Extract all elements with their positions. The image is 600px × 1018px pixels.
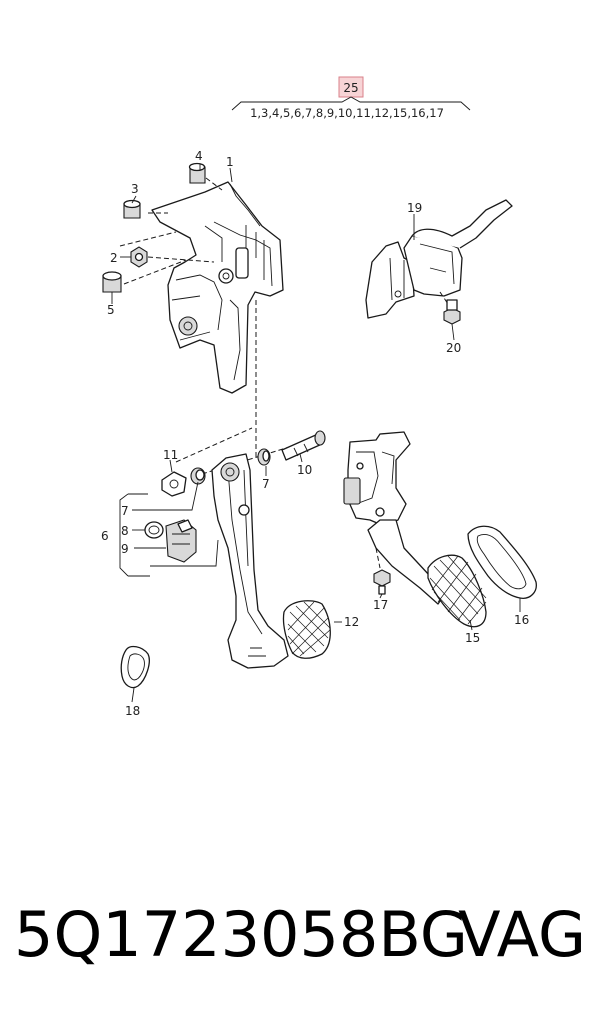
bushing-5	[102, 271, 122, 293]
clip-11	[161, 471, 187, 497]
cable-bracket	[365, 199, 513, 319]
callout-7-left: 7	[121, 504, 129, 518]
grommet-18	[120, 645, 150, 689]
callout-7-right: 7	[262, 477, 270, 491]
bushing-4	[188, 162, 206, 184]
callout-15: 15	[465, 631, 480, 645]
bushing-7a	[190, 467, 206, 485]
callout-9: 9	[121, 542, 129, 556]
callout-3: 3	[131, 182, 139, 196]
pivot-shaft-10	[281, 430, 326, 461]
callout-17: 17	[373, 598, 388, 612]
clutch-pedal-lever	[211, 453, 289, 669]
callout-10: 10	[297, 463, 312, 477]
callout-20: 20	[446, 341, 461, 355]
pedal-pad-12	[282, 600, 331, 659]
switch-9	[165, 519, 197, 563]
footer: 5Q1723058BG VAG	[0, 895, 600, 985]
bracket-6	[119, 493, 129, 577]
pedal-pad-16	[467, 525, 537, 599]
nut-2	[130, 246, 148, 268]
callout-1: 1	[226, 155, 234, 169]
group-members: 1,3,4,5,6,7,8,9,10,11,12,15,16,17	[250, 106, 444, 120]
group-bracket	[231, 96, 471, 111]
group-callout-number: 25	[343, 81, 358, 95]
ring-8	[144, 521, 164, 539]
group-callout: 25 1,3,4,5,6,7,8,9,10,11,12,15,16,17	[231, 76, 471, 120]
part-number: 5Q1723058BG	[14, 898, 468, 971]
exploded-parts-diagram: 25 1,3,4,5,6,7,8,9,10,11,12,15,16,17	[101, 76, 537, 718]
callout-5: 5	[107, 303, 115, 317]
callout-16: 16	[514, 613, 529, 627]
callout-8: 8	[121, 524, 129, 538]
bolt-20	[439, 291, 461, 325]
bolt-17	[373, 547, 391, 595]
callout-4: 4	[195, 149, 203, 163]
bushing-7b	[257, 448, 271, 466]
callout-12: 12	[344, 615, 359, 629]
callout-11: 11	[163, 448, 178, 462]
callout-18: 18	[125, 704, 140, 718]
brand-name: VAG	[458, 898, 586, 971]
pedal-bracket	[151, 181, 284, 394]
callout-6: 6	[101, 529, 109, 543]
callout-2: 2	[110, 251, 118, 265]
accelerator-pedal-15	[343, 431, 487, 628]
bushing-3	[123, 199, 141, 219]
callout-19: 19	[407, 201, 422, 215]
